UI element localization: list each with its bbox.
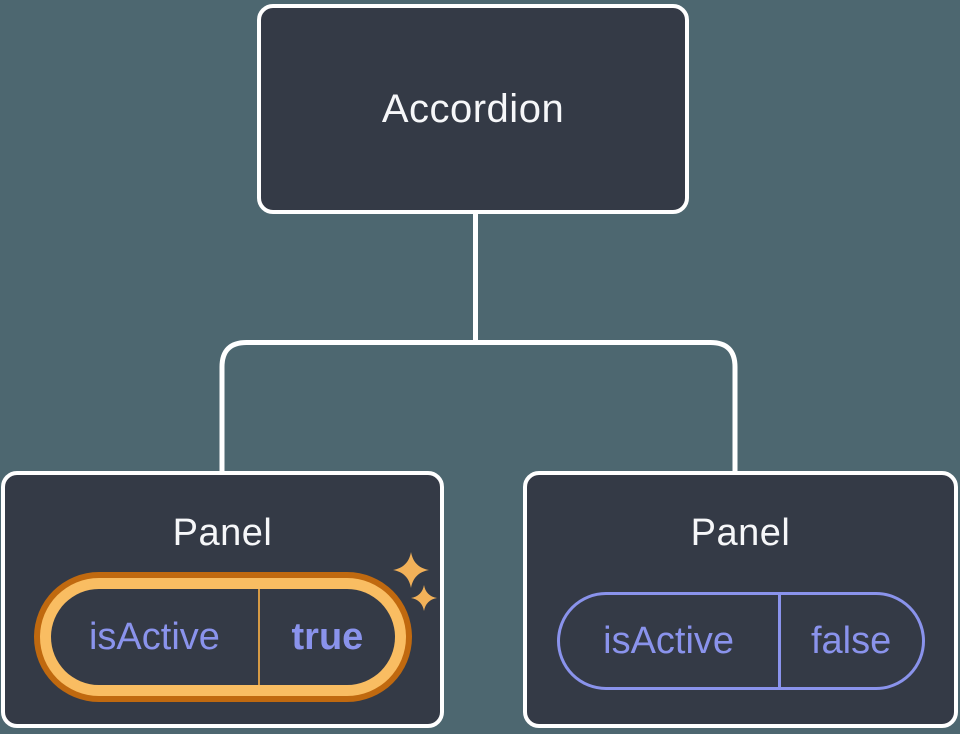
sparkle-icon	[393, 552, 429, 588]
state-pill-active: isActive true	[50, 589, 395, 685]
state-name: isActive	[88, 615, 220, 658]
state-name: isActive	[603, 619, 735, 662]
panel-node-active: Panel isActive true	[1, 471, 444, 728]
panel-title: Panel	[690, 512, 791, 554]
accordion-label: Accordion	[381, 86, 565, 131]
state-pill-inactive: isActive false	[556, 592, 925, 690]
state-value: true	[258, 589, 394, 685]
sparkle-icon	[411, 585, 437, 611]
panel-title: Panel	[172, 512, 273, 554]
state-value: false	[777, 595, 922, 687]
panel-node-inactive: Panel isActive false	[523, 471, 958, 728]
state-pill-highlight-ring: isActive true	[33, 572, 412, 702]
accordion-node: Accordion	[257, 4, 689, 214]
connector-branch	[219, 340, 738, 473]
state-pill-gold-band: isActive true	[39, 578, 406, 696]
